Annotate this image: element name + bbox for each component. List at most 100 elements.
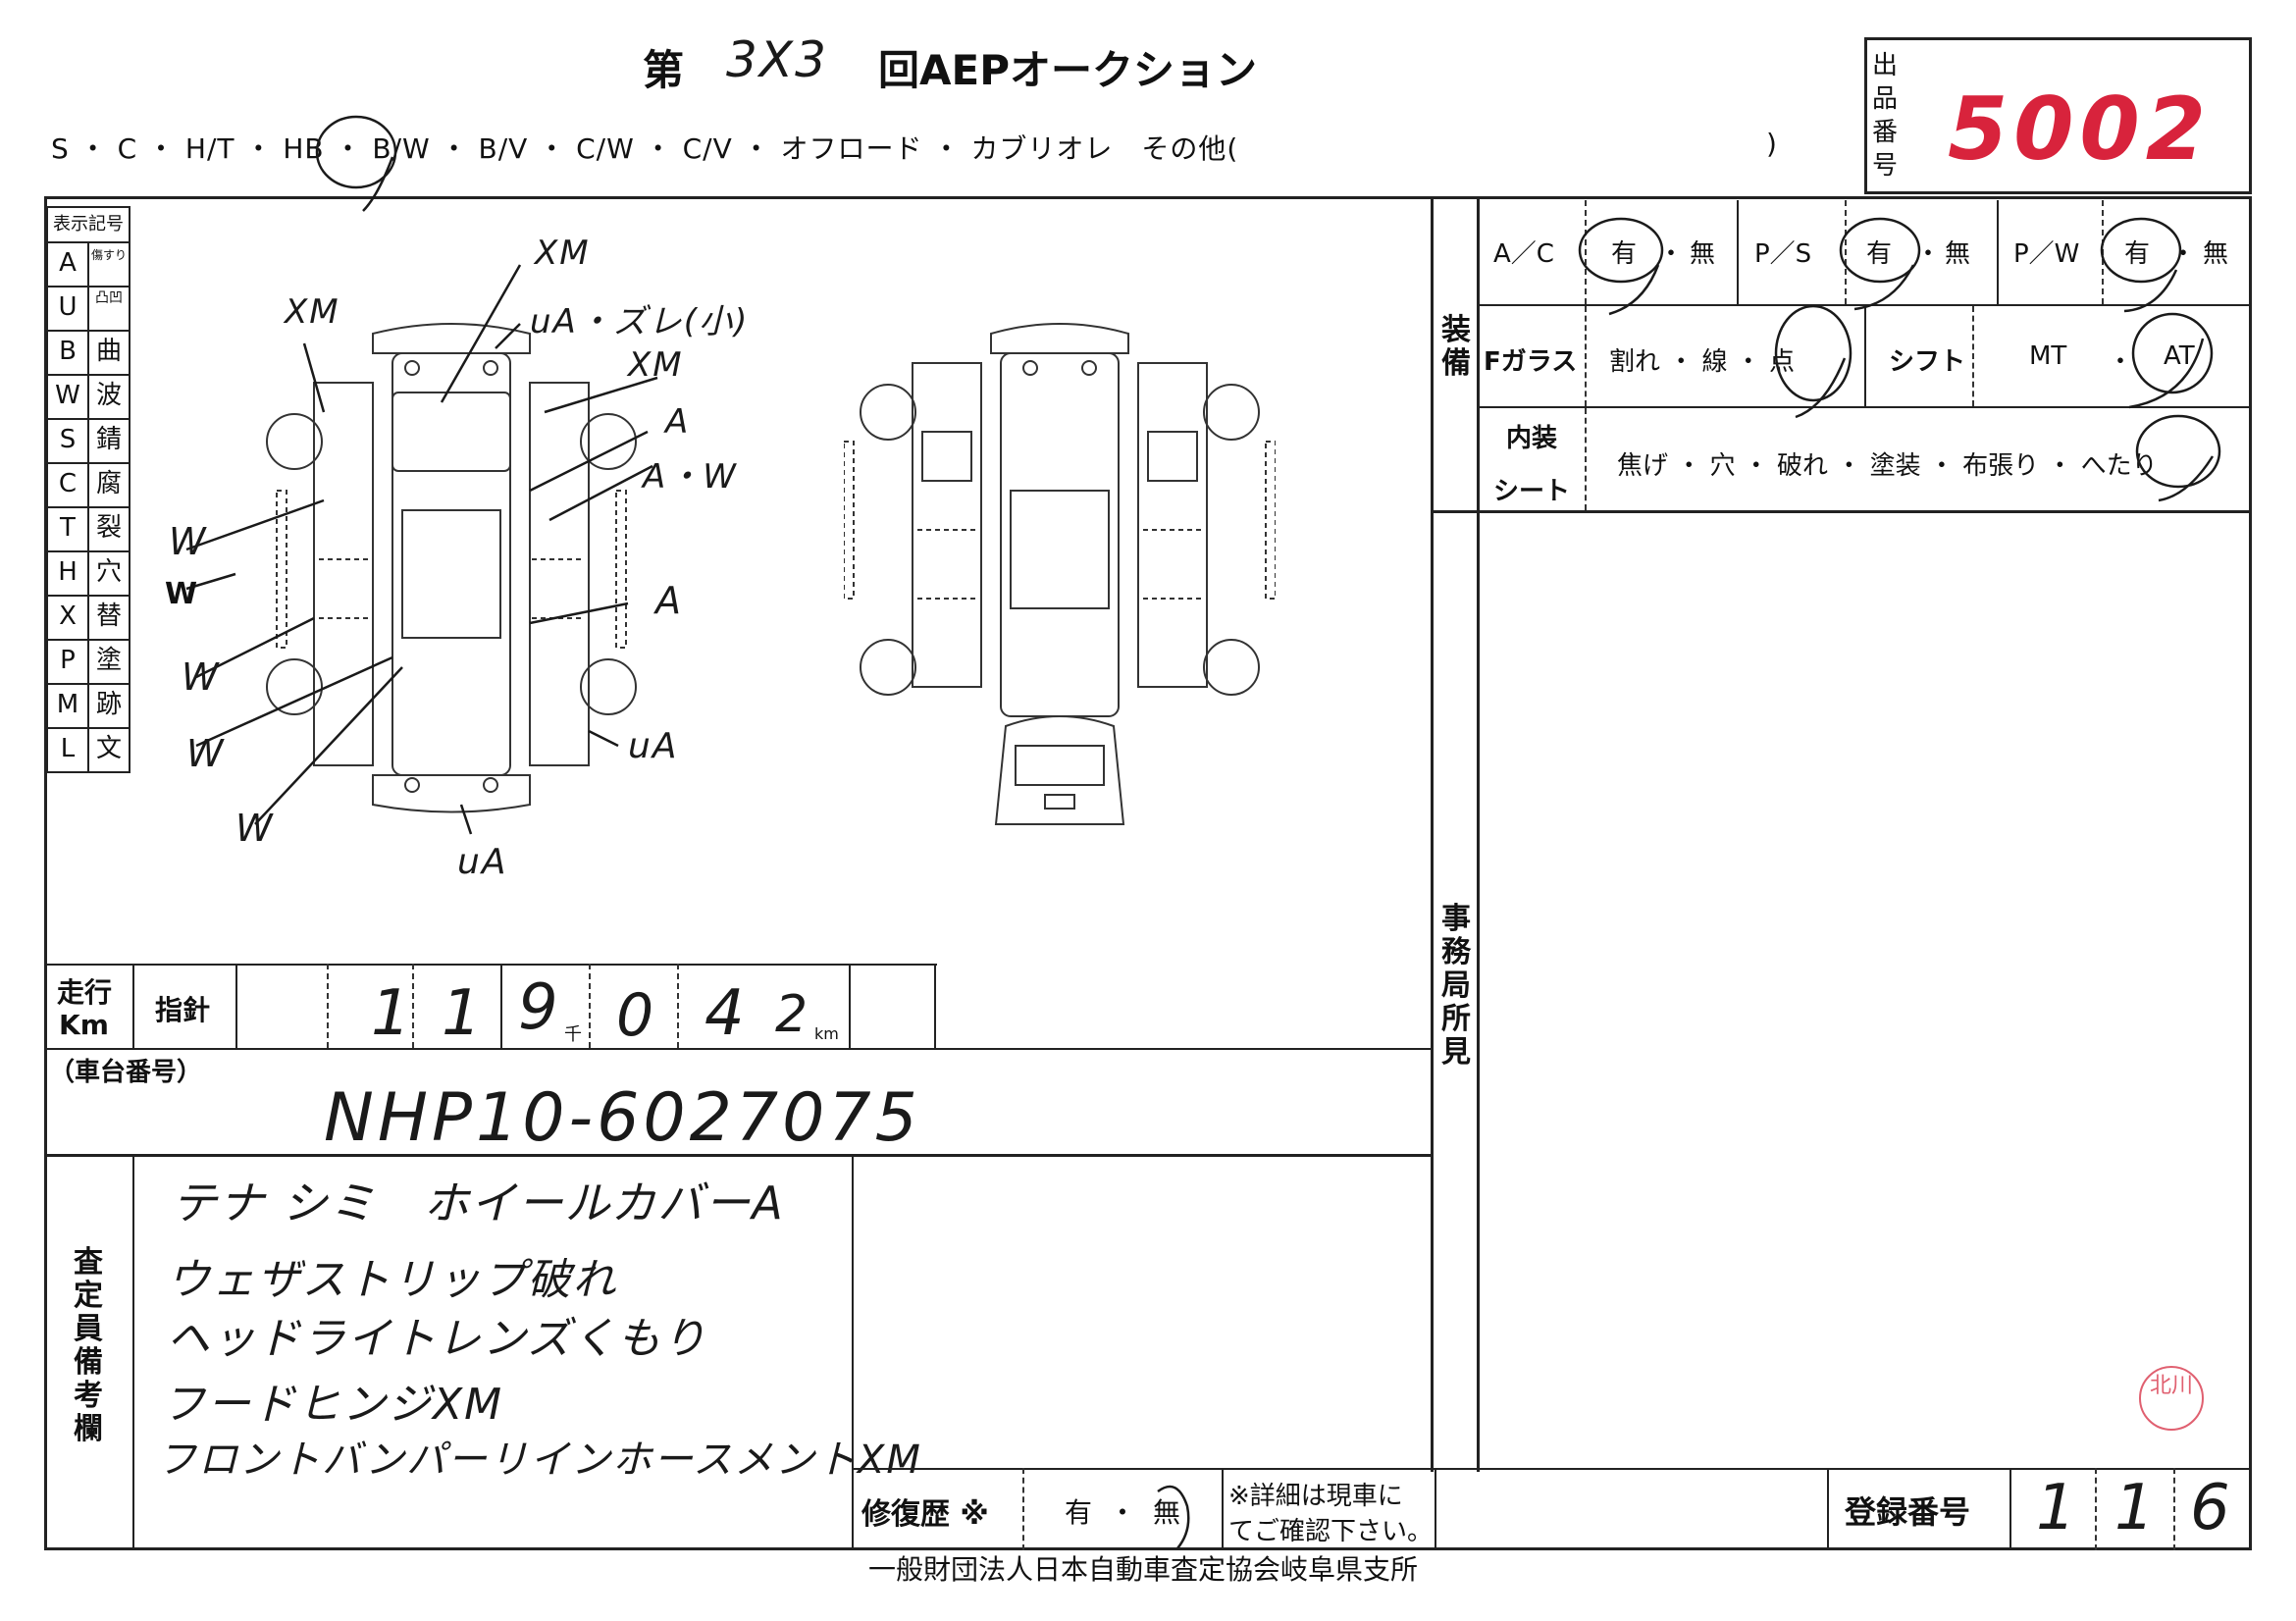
ac-no: 無: [1690, 239, 1716, 269]
odo-sep6: [589, 964, 591, 1048]
damage-mark: XM: [285, 292, 340, 332]
repair-sep: [1022, 1468, 1024, 1550]
inspector-note-line: テナ シミ ホイールカバーA: [172, 1177, 785, 1229]
registration-digit: 6: [2190, 1472, 2232, 1544]
repair-no: 無: [1153, 1496, 1181, 1529]
odometer-digit: 1: [371, 977, 413, 1050]
odo-sep2: [235, 964, 237, 1048]
shift-dot: ・: [2108, 347, 2134, 377]
repair-note-sep: [1222, 1468, 1224, 1550]
lot-number-label: 出品番号: [1872, 51, 1899, 181]
ps-sep: [1845, 200, 1847, 304]
repair-dot: ・: [1109, 1496, 1137, 1529]
damage-mark: XM: [535, 234, 591, 273]
body-type-options: S ・ C ・ H/T ・ HB ・ B/W ・ B/V ・ C/W ・ C/V…: [51, 132, 1239, 165]
reg-sep2: [2009, 1468, 2011, 1550]
odo-sep9: [934, 964, 936, 1048]
odometer-digit: 2: [775, 985, 810, 1044]
pw-yes: 有: [2124, 239, 2151, 269]
selection-circles: [1578, 217, 2221, 502]
odo-bottom: [44, 1048, 1431, 1050]
odo-sep5: [500, 964, 502, 1048]
pw-dot: ・: [2170, 239, 2197, 269]
shift-mt: MT: [2029, 341, 2067, 371]
inspector-note-line: ヘッドライトレンズくもり: [167, 1314, 708, 1364]
repair-top: [852, 1468, 2252, 1470]
registration-label: 登録番号: [1845, 1493, 1971, 1531]
odometer-digit: 4: [704, 977, 747, 1050]
interior-label-1: 内装: [1506, 424, 1558, 453]
main-frame: [44, 196, 2252, 1550]
odometer-thousand-unit: 千: [564, 1024, 582, 1045]
interior-sep: [1585, 408, 1587, 510]
odometer-digit: 0: [616, 981, 656, 1050]
notes-right-sep: [852, 1154, 854, 1550]
inspector-note-line: ウェザストリップ破れ: [167, 1255, 618, 1305]
inspector-notes-label: 査定員備考欄: [74, 1245, 103, 1446]
pw-no: 無: [2203, 239, 2229, 269]
odometer-digit: 1: [442, 977, 484, 1050]
fglass-label: Fガラス: [1484, 347, 1578, 377]
lot-number-value: 5002: [1948, 78, 2212, 180]
shift-label: シフト: [1889, 347, 1966, 377]
registration-digit: 1: [2114, 1472, 2157, 1544]
damage-mark: A: [665, 402, 691, 442]
equipment-section-label: 装備: [1441, 313, 1471, 381]
repair-yes: 有: [1065, 1496, 1093, 1529]
fglass-options: 割れ ・ 線 ・ 点: [1609, 347, 1796, 377]
ac-yes: 有: [1611, 239, 1638, 269]
damage-mark: uA・ズレ(小): [530, 302, 750, 341]
title-prefix: 第: [643, 46, 685, 94]
equip-row1-bottom: [1477, 304, 2252, 306]
body-type-circle: [315, 115, 397, 212]
inspector-stamp: 北川: [2139, 1366, 2204, 1431]
session-number: 3X3: [726, 31, 828, 88]
repair-no-circle: [1157, 1485, 1190, 1549]
damage-mark: W: [182, 655, 221, 699]
damage-mark: A・W: [643, 457, 738, 497]
odometer-needle-label: 指針: [155, 994, 211, 1026]
reg-sep: [1827, 1468, 1829, 1550]
ps-pw-sep: [1997, 200, 1999, 304]
registration-digit: 1: [2036, 1472, 2078, 1544]
odo-top: [44, 964, 937, 966]
odometer-label-1: 走行: [57, 976, 113, 1009]
odo-sep1: [132, 964, 134, 1048]
damage-mark: uA: [457, 842, 508, 882]
damage-mark: W: [169, 520, 208, 563]
body-type-close: ): [1766, 128, 1777, 160]
fglass-shift-sep: [1864, 306, 1866, 406]
reg-sep4: [2173, 1468, 2175, 1550]
odo-sep4: [412, 964, 414, 1048]
ac-sep: [1585, 200, 1587, 304]
interior-options: 焦げ ・ 穴 ・ 破れ ・ 塗装 ・ 布張り ・ へたり: [1617, 451, 2158, 481]
chassis-number: NHP10-6027075: [324, 1079, 921, 1157]
interior-label-2: シート: [1493, 477, 1571, 506]
ps-no: 無: [1945, 239, 1971, 269]
damage-mark-strike: W: [165, 577, 198, 611]
damage-leader-lines: [185, 264, 658, 835]
odo-sep3: [327, 964, 329, 1048]
ac-ps-sep: [1737, 200, 1739, 304]
odometer-digit: 9: [518, 971, 560, 1044]
office-remarks-label: 事務局所見: [1441, 902, 1471, 1070]
repair-history-label: 修復歴 ※: [861, 1497, 989, 1532]
car-diagram-marked: [266, 323, 637, 813]
footer-organization: 一般財団法人日本自動車査定協会岐阜県支所: [868, 1553, 1419, 1586]
divider-equip-label: [1477, 196, 1480, 1472]
lot-number-box: [1864, 37, 2252, 194]
chassis-label: （車台番号）: [49, 1058, 203, 1087]
damage-mark: W: [235, 807, 275, 850]
pw-label: P／W: [2013, 239, 2080, 269]
shift-sep: [1972, 306, 1974, 406]
damage-mark: XM: [628, 345, 684, 385]
